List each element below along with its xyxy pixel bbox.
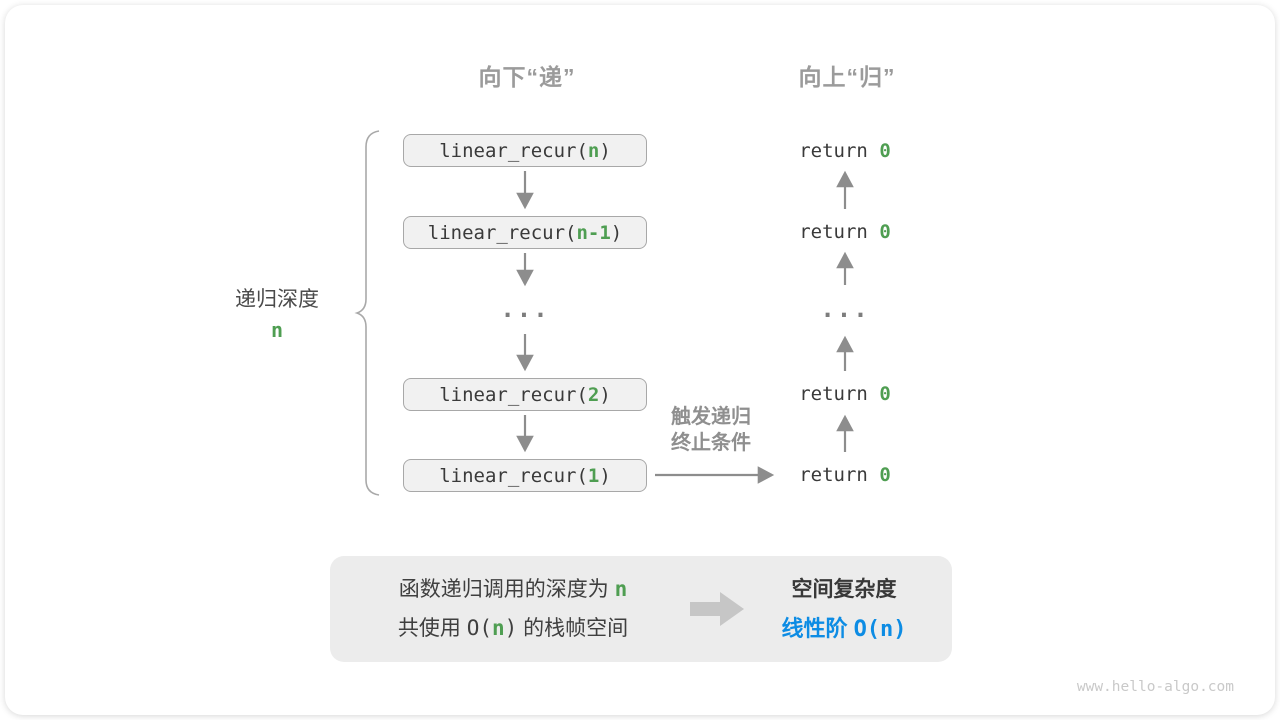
summary-panel <box>330 556 952 662</box>
call-box-2: linear_recur(2) <box>403 378 647 411</box>
call-arg: 2 <box>587 383 600 406</box>
return-value: 0 <box>879 383 891 405</box>
return-statement: return 0 <box>745 218 945 246</box>
summary-line-1: 函数递归调用的深度为 n <box>399 570 628 609</box>
ellipsis-return: ... <box>820 295 870 323</box>
return-statement: return 0 <box>745 137 945 165</box>
call-arg: n-1 <box>576 221 611 244</box>
call-text: ) <box>599 139 611 162</box>
call-box-n: linear_recur(n) <box>403 134 647 167</box>
header-descend: 向下“递” <box>478 64 576 90</box>
call-text: linear_recur( <box>427 221 577 244</box>
result-value: 线性阶 O(n) <box>781 609 906 649</box>
call-box-n-1: linear_recur(n-1) <box>403 216 647 249</box>
return-value: 0 <box>879 464 891 486</box>
call-arg: 1 <box>587 464 600 487</box>
watermark: www.hello-algo.com <box>1076 679 1234 695</box>
return-statement: return 0 <box>745 461 945 489</box>
summary-result: 空间复杂度 线性阶 O(n) <box>754 556 934 662</box>
ellipsis-descend: ... <box>500 295 550 323</box>
call-text: linear_recur( <box>439 139 588 162</box>
return-text: return <box>799 383 880 405</box>
summary-text: 函数递归调用的深度为 n 共使用 O(n) 的栈帧空间 <box>348 556 678 662</box>
call-text: linear_recur( <box>439 464 588 487</box>
result-value-code: O(n) <box>853 616 907 642</box>
result-title: 空间复杂度 <box>791 577 897 601</box>
summary-var: n <box>614 577 628 601</box>
call-text: ) <box>610 221 623 244</box>
header-return: 向上“归” <box>798 64 896 90</box>
return-value: 0 <box>879 221 891 243</box>
depth-value: n <box>270 318 284 342</box>
summary-code: ) <box>504 616 518 640</box>
call-text: ) <box>599 383 611 406</box>
result-value-text: 线性阶 <box>781 615 854 641</box>
return-text: return <box>799 221 880 243</box>
summary-code: O( <box>466 616 492 640</box>
call-text: ) <box>599 464 611 487</box>
base-case-label-line1: 触发递归 <box>671 406 751 428</box>
call-box-1: linear_recur(1) <box>403 459 647 492</box>
return-statement: return 0 <box>745 380 945 408</box>
return-text: return <box>799 464 880 486</box>
summary-text-segment: 的栈帧空间 <box>517 617 629 640</box>
depth-label: 递归深度 <box>235 288 319 311</box>
base-case-label-line2: 终止条件 <box>671 432 751 454</box>
return-text: return <box>799 140 880 162</box>
call-arg: n <box>587 139 600 162</box>
return-value: 0 <box>879 140 891 162</box>
call-text: linear_recur( <box>439 383 588 406</box>
base-case-label: 触发递归 终止条件 <box>636 404 786 456</box>
summary-line-2: 共使用 O(n) 的栈帧空间 <box>398 609 628 648</box>
summary-text-segment: 函数递归调用的深度为 <box>398 578 615 601</box>
summary-text-segment: 共使用 <box>397 617 467 640</box>
summary-var: n <box>491 616 505 640</box>
